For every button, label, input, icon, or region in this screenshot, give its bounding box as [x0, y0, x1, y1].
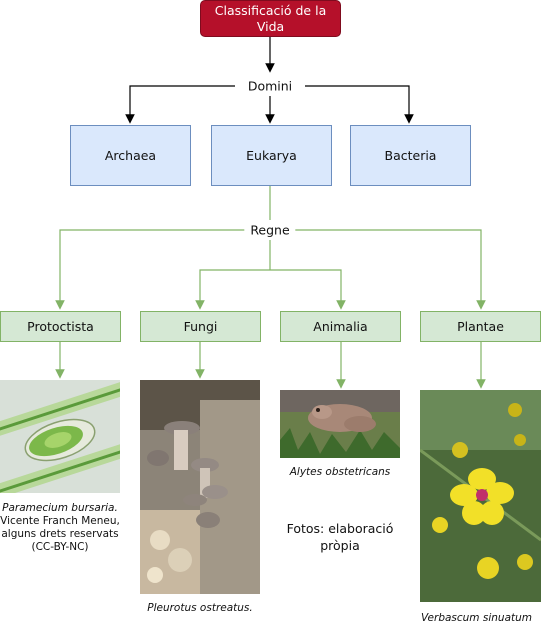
- domain-bacteria-label: Bacteria: [384, 148, 437, 163]
- caption-protoctista: Paramecium bursaria. Vicente Franch Mene…: [0, 502, 120, 554]
- photo-credit-note: Fotos: elaboració pròpia: [286, 521, 394, 553]
- kingdom-plantae: Plantae: [420, 311, 541, 342]
- kingdom-animalia: Animalia: [280, 311, 401, 342]
- pleurotus-photo: [140, 380, 260, 594]
- edge-domini-archaea: [125, 85, 235, 124]
- root-label: Classificació de la Vida: [214, 2, 327, 34]
- caption-protoctista-species: Paramecium bursaria.: [2, 502, 118, 514]
- caption-protoctista-credit: Vicente Franch Meneu, alguns drets reser…: [0, 515, 120, 553]
- edge-regne-animalia: [270, 269, 346, 310]
- kingdom-fungi-label: Fungi: [183, 319, 218, 334]
- domain-bacteria: Bacteria: [350, 125, 471, 186]
- kingdom-plantae-label: Plantae: [457, 319, 504, 334]
- domini-label: Domini: [241, 78, 299, 94]
- edge-regne-protoctista: [55, 229, 245, 310]
- domain-eukarya-label: Eukarya: [246, 148, 297, 163]
- kingdom-fungi: Fungi: [140, 311, 261, 342]
- caption-fungi: Pleurotus ostreatus.: [130, 602, 270, 615]
- kingdom-protoctista-label: Protoctista: [27, 319, 94, 334]
- root-node: Classificació de la Vida: [200, 0, 341, 37]
- edge-regne-fungi: [195, 269, 270, 310]
- caption-animalia-species: Alytes obstetricans: [289, 466, 391, 478]
- paramecium-photo: [0, 380, 120, 493]
- caption-plantae-species: Verbascum sinuatum: [420, 612, 533, 624]
- kingdom-animalia-label: Animalia: [313, 319, 368, 334]
- caption-plantae: Verbascum sinuatum: [412, 612, 541, 625]
- domain-archaea: Archaea: [70, 125, 191, 186]
- kingdom-protoctista: Protoctista: [0, 311, 121, 342]
- alytes-photo: [280, 390, 400, 458]
- caption-fungi-species: Pleurotus ostreatus.: [147, 602, 253, 614]
- caption-animalia: Alytes obstetricans: [270, 466, 410, 479]
- domain-eukarya: Eukarya: [211, 125, 332, 186]
- verbascum-photo: [420, 390, 541, 602]
- regne-label: Regne: [244, 222, 296, 238]
- domain-archaea-label: Archaea: [104, 148, 157, 163]
- edge-regne-plantae: [295, 229, 486, 310]
- edge-domini-bacteria: [305, 85, 414, 124]
